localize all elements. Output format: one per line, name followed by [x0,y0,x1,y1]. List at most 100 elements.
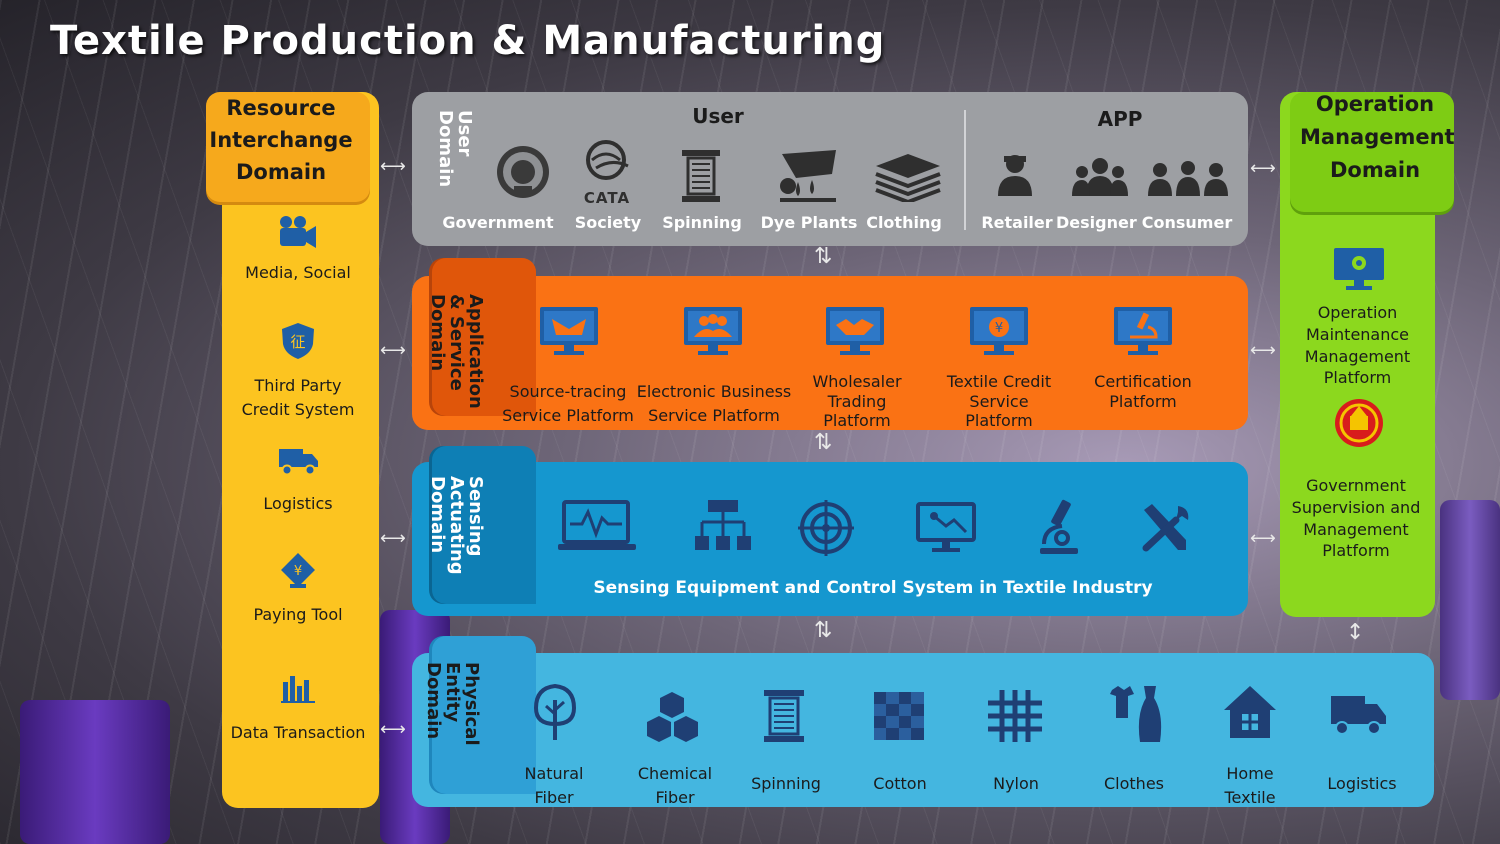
resource-item-credit-system: Credit System [241,400,355,419]
application-item-line: Trading [827,391,887,411]
page-title: Textile Production & Manufacturing [50,18,886,64]
resource-item-third-party: Third Party [254,376,342,395]
application-item-line: Source-tracing [509,382,627,401]
vertical-arrows-icon: ⇅ [814,430,833,455]
operation-domain-heading: Operation Management Domain [1290,92,1455,212]
application-item-line: Textile Credit [946,372,1052,391]
user-group-header: User [692,104,744,128]
resource-domain-heading: Resource Interchange Domain [206,92,370,202]
operation-item-line: Management [1304,347,1411,366]
vertical-arrows-icon: ⇅ [814,244,833,269]
wholesaler-handshake-monitor-icon [826,307,884,355]
bidirectional-arrow-icon: ⟷ [1250,340,1276,361]
network-hierarchy-icon [695,500,751,550]
operation-item-line: Platform [1322,541,1390,560]
svg-text:¥: ¥ [294,564,302,579]
sensing-domain-panel [412,462,1248,616]
government-badge-icon [497,146,549,198]
home-icon [1224,686,1276,738]
ebusiness-monitor-icon [684,307,742,355]
payment-tag-icon: ¥ [281,553,315,588]
operation-item-line: Government [1306,476,1406,495]
government-emblem-icon [1335,399,1383,447]
resource-item-paying-tool: Paying Tool [253,605,343,624]
operation-item-line: Management [1303,520,1409,539]
sensing-tab-fold [432,446,536,604]
resource-item-data-transaction: Data Transaction [230,723,366,742]
microscope-icon [1040,499,1078,554]
physical-item-spinning: Spinning [751,774,821,793]
physical-tab-line: Domain [423,662,444,740]
background-spool [20,700,170,844]
application-item-line: Wholesaler [812,372,902,391]
resource-item-logistics: Logistics [263,494,333,513]
pulse-monitor-icon [558,500,636,550]
application-domain-panel [412,276,1248,430]
fabric-stack-icon [875,154,941,202]
resource-heading-line: Domain [235,160,327,184]
bidirectional-arrow-icon: ⟷ [1250,158,1276,179]
resource-heading-line: Interchange [209,128,353,152]
sensing-tab-line: Actuating [446,476,467,575]
user-tab-line: User [454,110,475,157]
user-item-designer: Designer [1056,213,1137,232]
target-icon [798,500,854,556]
application-tab-line: Domain [427,294,448,372]
operation-item-line: Maintenance [1305,325,1410,344]
tools-icon [1142,504,1189,552]
hexagon-cluster-icon [647,692,698,742]
application-item-line: Service [969,391,1029,411]
tree-icon [533,684,577,740]
operation-item-line: Platform [1323,368,1392,387]
operation-heading-line: Management [1300,125,1455,149]
physical-item-logistics: Logistics [1327,774,1397,793]
physical-item-line: Chemical [637,764,713,783]
application-item-line: Platform [1109,391,1177,411]
user-item-dye-plants: Dye Plants [760,213,858,232]
society-logo-icon [586,140,629,180]
resource-heading-line: Resource [226,96,336,120]
user-item-clothing: Clothing [866,213,942,232]
dye-plant-icon [780,150,836,202]
retailer-icon [998,155,1032,196]
spool-icon [764,690,804,742]
user-tab-line: Domain [435,110,456,188]
source-tracing-monitor-icon [540,307,598,355]
application-tab-fold [432,258,536,416]
user-item-government: Government [442,213,554,232]
resource-item-media: Media, Social [245,263,351,282]
application-tab-line: Application [465,294,486,409]
bidirectional-arrow-icon: ⟷ [380,156,406,177]
physical-item-cotton: Cotton [873,774,927,793]
designer-group-icon [1072,158,1128,196]
physical-item-nylon: Nylon [993,774,1039,793]
certification-microscope-monitor-icon [1114,307,1172,355]
operation-heading-line: Operation [1315,92,1435,116]
user-item-spinning: Spinning [662,213,742,232]
credit-monitor-icon: ¥ [970,307,1028,355]
shield-icon: 征 [282,323,314,359]
gear-monitor-icon [1334,248,1384,290]
user-item-consumer: Consumer [1141,213,1233,232]
spool-icon [682,150,720,202]
application-item-line: Service Platform [648,406,780,425]
application-tab-line: & Service [446,294,467,391]
svg-text:征: 征 [290,333,305,351]
consumer-group-icon [1148,161,1228,196]
truck-icon [279,449,318,476]
physical-tab-line: Physical [461,662,482,746]
operation-item-line: Operation [1317,303,1398,322]
application-item-line: Platform [823,411,891,430]
svg-text:¥: ¥ [995,321,1003,336]
application-item-line: Electronic Business [636,382,792,401]
